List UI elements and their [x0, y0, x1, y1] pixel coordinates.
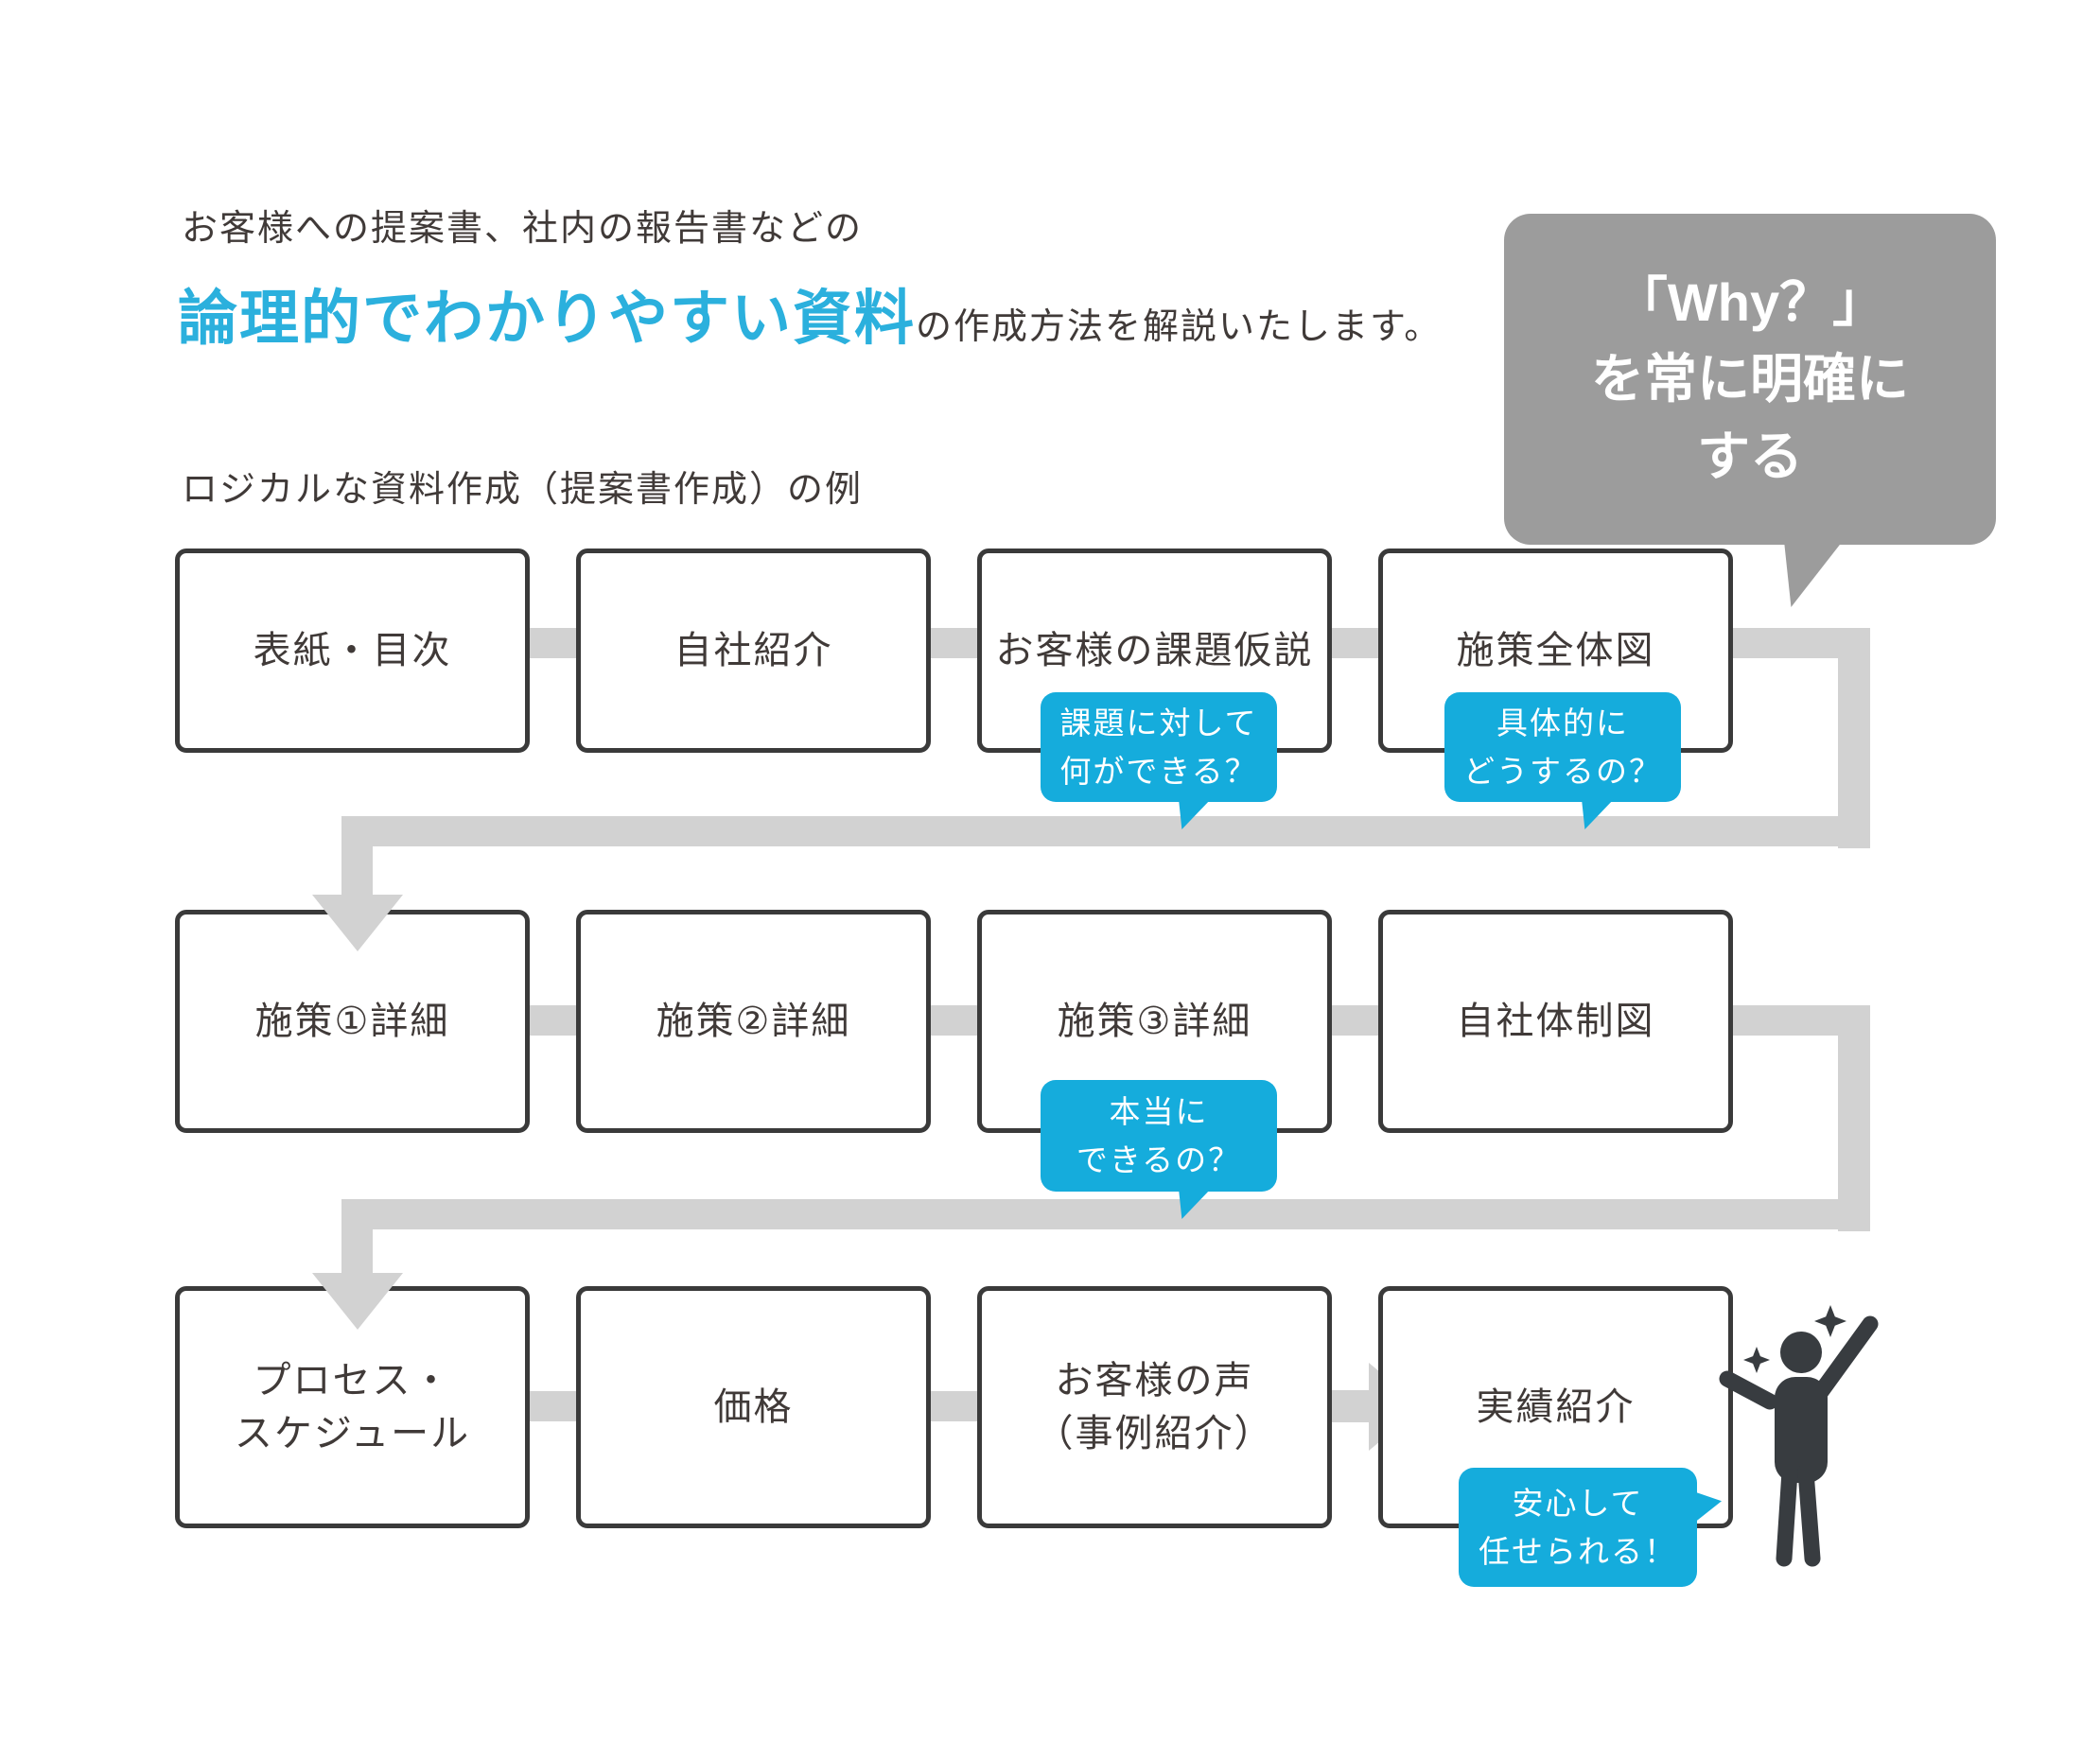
flow-box-cover-toc: 表紙・目次	[175, 549, 530, 753]
connector-band	[1328, 1390, 1374, 1422]
sparkle-icon	[1814, 1305, 1846, 1337]
why-speech-bubble-tail	[1784, 541, 1843, 607]
connector-band	[927, 1391, 981, 1421]
connector-band	[1838, 628, 1870, 848]
callout-can-trust-you: 安心して 任せられる！	[1459, 1468, 1697, 1587]
flow-box-company-structure: 自社体制図	[1378, 910, 1733, 1133]
connector-band	[1328, 1005, 1382, 1036]
connector-band	[341, 1228, 373, 1275]
intro-line1: お客様への提案書、社内の報告書などの	[182, 209, 864, 249]
connector-band	[1838, 1005, 1870, 1231]
flow-box-company-intro: 自社紹介	[576, 549, 931, 753]
example-label: ロジカルな資料作成（提案書作成）の例	[182, 470, 864, 510]
flow-box-customer-voice: お客様の声 （事例紹介）	[977, 1286, 1332, 1528]
intro-suffix: の作成方法を解説いたします。	[916, 307, 1443, 347]
callout-can-you-really: 本当に できるの？	[1041, 1080, 1277, 1192]
celebrating-person-icon	[1719, 1305, 1879, 1567]
callout-what-can-you-do: 課題に対して 何ができる？	[1041, 692, 1277, 802]
connector-band	[341, 1199, 1870, 1229]
flow-box-measure1-detail: 施策①詳細	[175, 910, 530, 1133]
flow-box-process-schedule: プロセス・ スケジュール	[175, 1286, 530, 1528]
why-speech-bubble: 「Why？」 を常に明確に する	[1504, 214, 1996, 545]
connector-band	[927, 628, 981, 658]
intro-highlight: 論理的でわかりやすい資料	[178, 286, 916, 352]
flow-box-track-record: 実績紹介	[1378, 1286, 1733, 1528]
connector-band	[341, 816, 1870, 846]
connector-band	[526, 628, 580, 658]
connector-band	[526, 1391, 580, 1421]
flow-box-price: 価格	[576, 1286, 931, 1528]
connector-band	[526, 1005, 580, 1036]
callout-how-concretely: 具体的に どうするの？	[1444, 692, 1681, 802]
connector-band	[1328, 628, 1382, 658]
flow-box-measure2-detail: 施策②詳細	[576, 910, 931, 1133]
connector-band	[341, 845, 373, 897]
connector-band	[927, 1005, 981, 1036]
sparkle-icon	[1743, 1347, 1770, 1373]
intro-line2: 論理的でわかりやすい資料の作成方法を解説いたします。	[178, 270, 1442, 357]
